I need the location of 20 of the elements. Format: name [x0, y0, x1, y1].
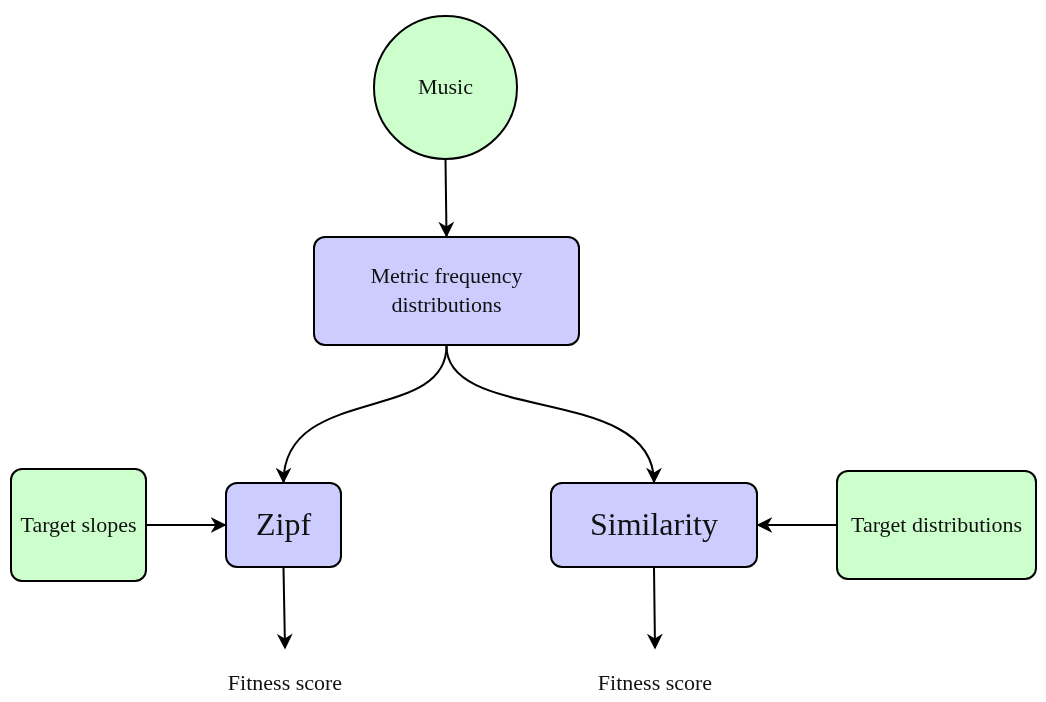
- node-label: Music: [418, 73, 473, 102]
- arrow: [756, 517, 837, 533]
- node-label: Target slopes: [20, 510, 137, 539]
- node-label: Zipf: [255, 505, 312, 545]
- node-label: Target distributions: [851, 510, 1022, 539]
- arrow: [646, 567, 663, 650]
- arrow: [438, 159, 455, 238]
- node-label: Fitness score: [597, 669, 713, 698]
- node-label: Similarity: [590, 505, 718, 545]
- arrow: [146, 517, 227, 533]
- process-box: [313, 236, 580, 346]
- arrow: [445, 345, 660, 484]
- node-label: Metric frequency distributions: [369, 262, 524, 319]
- node-label: Fitness score: [227, 669, 343, 698]
- process-box: [225, 482, 342, 568]
- input-box: [10, 468, 147, 582]
- arrow: [277, 345, 448, 484]
- process-box: [550, 482, 758, 568]
- input-box: [836, 470, 1037, 580]
- arrow: [276, 567, 293, 650]
